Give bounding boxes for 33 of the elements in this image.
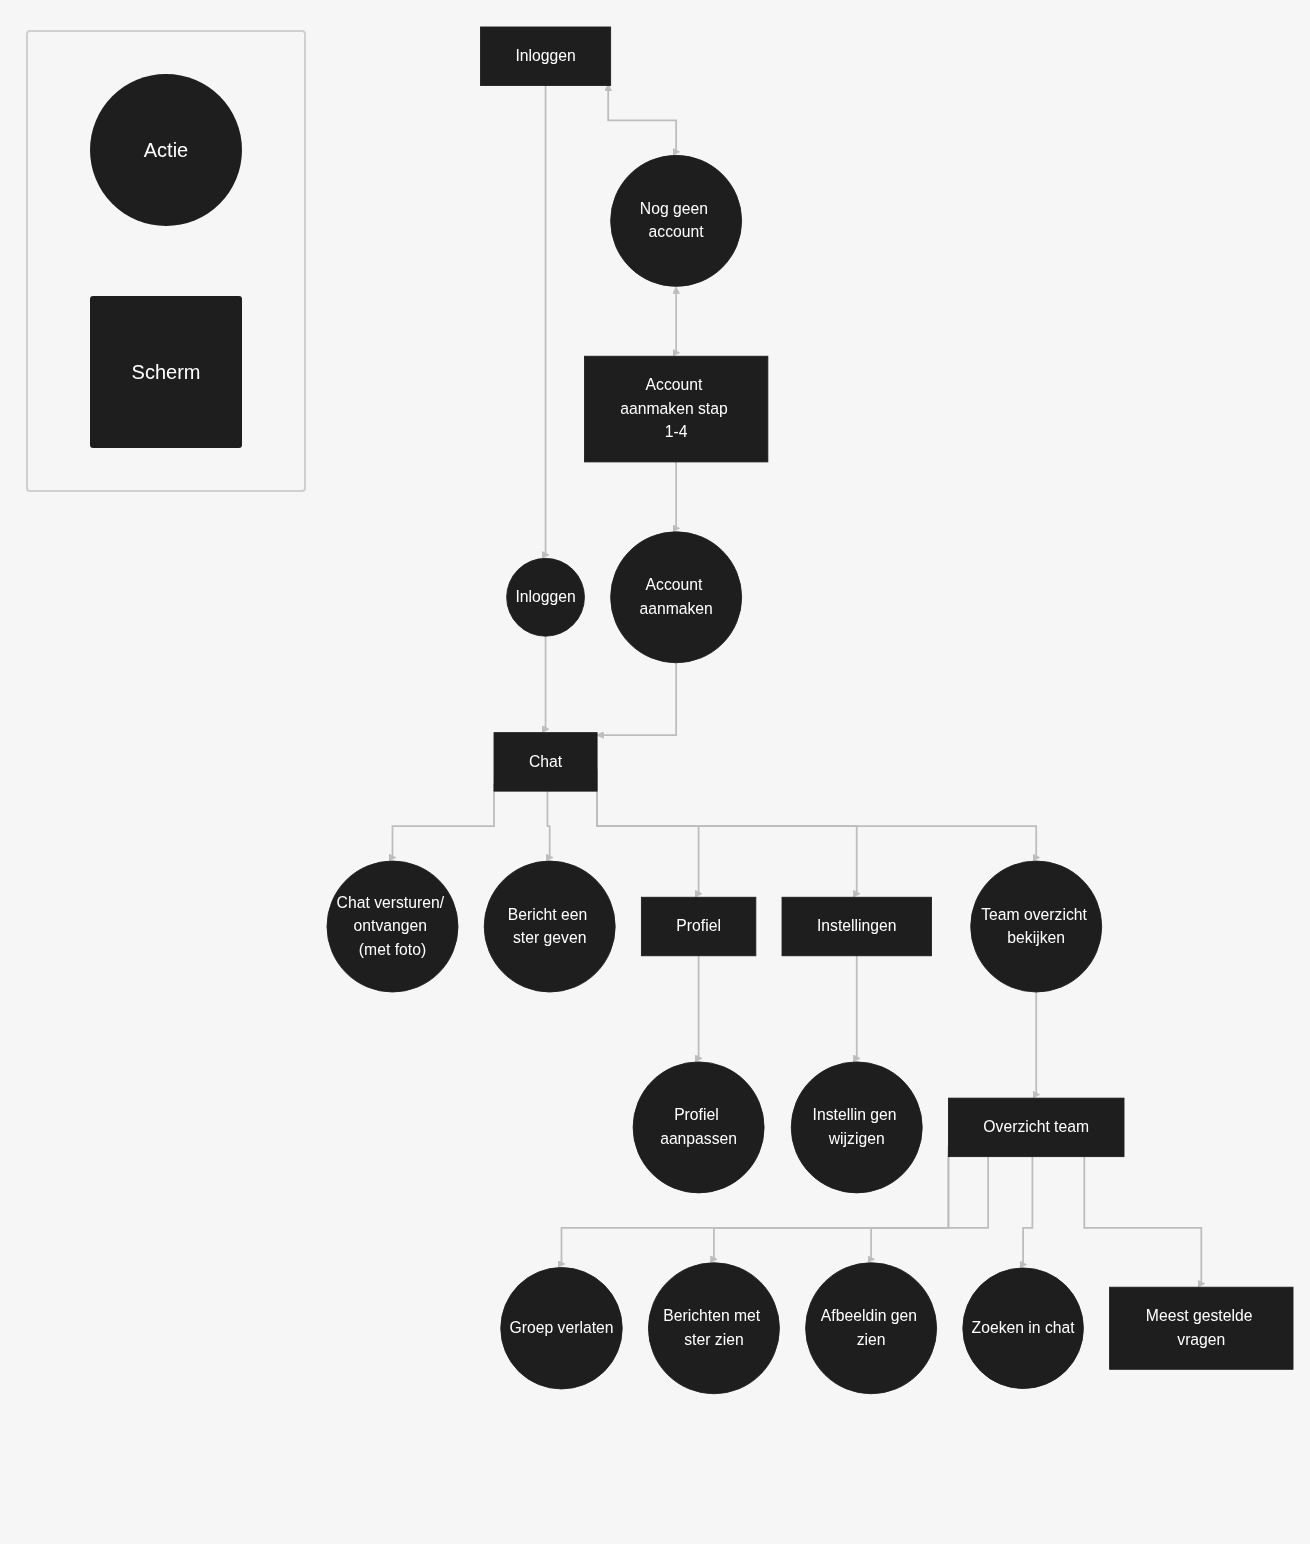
node-circle: Account aanmaken	[610, 531, 743, 664]
arrow	[1032, 991, 1041, 1099]
node-circle: Afbeeldin gen zien	[805, 1262, 938, 1395]
node-circle: Profiel aanpassen	[632, 1061, 765, 1194]
node-circle: Chat versturen/ ontvangen (met foto)	[326, 860, 459, 993]
node-box: Chat	[493, 732, 598, 792]
arrow	[596, 661, 678, 739]
arrow	[852, 954, 861, 1063]
node-box: Inloggen	[480, 26, 612, 86]
arrow	[694, 954, 703, 1063]
node-box: Profiel	[640, 896, 757, 957]
arrow	[545, 790, 554, 862]
arrow	[541, 84, 550, 559]
arrow	[672, 461, 680, 533]
node-circle: Instellin gen wijzigen	[790, 1061, 923, 1194]
legend-circle: Actie	[90, 74, 242, 226]
node-circle: Zoeken in chat	[962, 1267, 1084, 1389]
arrow	[867, 1155, 989, 1264]
arrow	[672, 286, 680, 357]
node-circle: Berichten met ster zien	[648, 1262, 780, 1395]
node-box: Account aanmaken stap 1-4	[584, 355, 769, 463]
arrow	[1019, 1155, 1034, 1269]
node-box: Overzicht team	[948, 1097, 1125, 1158]
node-circle: Bericht een ster geven	[483, 860, 616, 993]
arrow	[541, 635, 550, 733]
arrow	[1083, 1155, 1206, 1288]
node-circle: Team overzicht bekijken	[970, 860, 1103, 993]
node-circle: Inloggen	[506, 557, 585, 637]
node-circle: Groep verlaten	[500, 1267, 623, 1390]
node-box: Meest gestelde vragen	[1109, 1286, 1294, 1370]
node-box: Instellingen	[781, 896, 932, 957]
legend-square: Scherm	[90, 296, 242, 448]
node-circle: Nog geen account	[610, 154, 743, 287]
